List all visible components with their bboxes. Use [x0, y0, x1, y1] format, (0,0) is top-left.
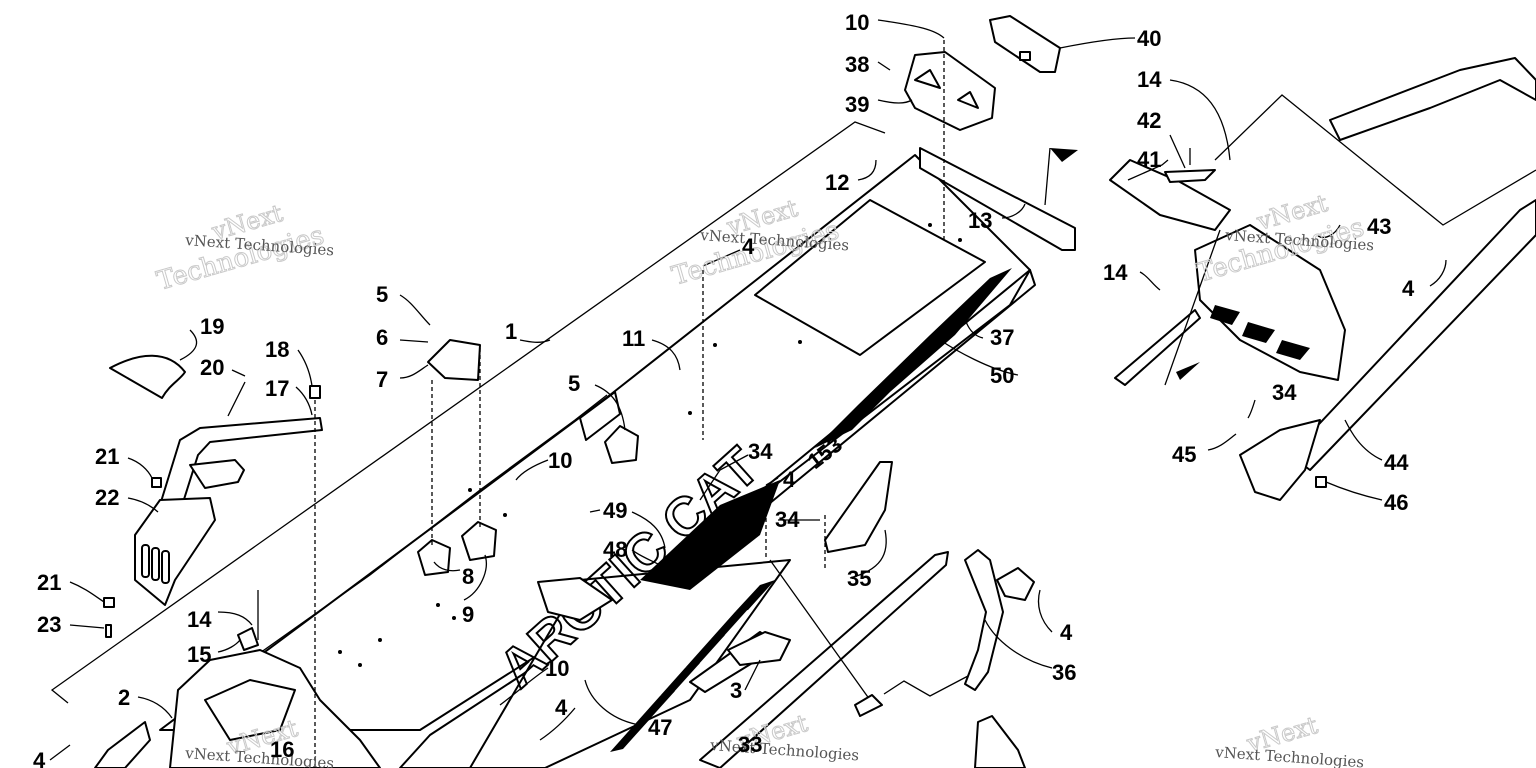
- part-9-plate: [461, 521, 497, 561]
- part-18-nut: [309, 385, 321, 399]
- callout-50: 50: [990, 363, 1014, 388]
- running-board-cleats: [610, 580, 775, 752]
- callout-20: 20: [200, 355, 224, 380]
- callout-49: 49: [603, 498, 627, 523]
- callout-14: 14: [1103, 260, 1128, 285]
- part-39-mount: [904, 51, 996, 131]
- callout-45: 45: [1172, 442, 1196, 467]
- part-22-slots: [141, 544, 170, 584]
- part-23-bolt: [105, 624, 112, 638]
- diagonal-rod: [769, 559, 871, 701]
- part-8-plate: [417, 539, 451, 576]
- callout-5: 5: [376, 282, 388, 307]
- callout-37: 37: [990, 325, 1014, 350]
- callout-14: 14: [1137, 67, 1162, 92]
- callout-35: 35: [847, 566, 871, 591]
- part-42-decal: [1164, 169, 1216, 183]
- rear-plate-window: [754, 199, 986, 356]
- part-21a-nut: [151, 477, 162, 488]
- callout-21: 21: [37, 570, 61, 595]
- callout-47: 47: [648, 715, 672, 740]
- callout-labels: 10 40 38 39 14 42 41 12 13 43 4 14 4 5 1…: [33, 10, 1415, 768]
- part-13-rail: [919, 147, 1076, 251]
- callout-4: 4: [555, 695, 568, 720]
- callout-4: 4: [783, 467, 796, 492]
- callout-15: 15: [187, 642, 211, 667]
- callout-42: 42: [1137, 108, 1161, 133]
- callout-34: 34: [1272, 380, 1297, 405]
- running-board: [469, 559, 791, 768]
- callout-16: 16: [270, 737, 294, 762]
- callout-4: 4: [742, 234, 755, 259]
- part-20-bolt: [227, 381, 246, 417]
- tunnel-rivets: [338, 223, 962, 667]
- part-33-rail: [699, 551, 949, 768]
- side-graphic: [815, 268, 1012, 448]
- part-7-bracket: [427, 339, 481, 381]
- svg-text:vNext Technologies: vNext Technologies: [709, 736, 860, 764]
- callout-39: 39: [845, 92, 869, 117]
- callout-2: 2: [118, 685, 130, 710]
- callout-11: 11: [622, 326, 645, 351]
- callout-40: 40: [1137, 26, 1161, 51]
- part-36-plate: [996, 567, 1035, 601]
- rear-flap-bar: [1114, 309, 1201, 386]
- callout-36: 36: [1052, 660, 1076, 685]
- part-15-clip: [237, 627, 259, 651]
- part-36-bumper: [964, 549, 1004, 691]
- callout-38: 38: [845, 52, 869, 77]
- callout-14: 14: [187, 607, 212, 632]
- callout-41: 41: [1137, 147, 1161, 172]
- callout-4: 4: [1402, 276, 1415, 301]
- callout-4: 4: [1060, 620, 1073, 645]
- callout-46: 46: [1384, 490, 1408, 515]
- callout-7: 7: [376, 367, 388, 392]
- rear-flap-cleats: [1210, 305, 1310, 360]
- callout-34: 34: [775, 507, 800, 532]
- part-40-bracket: [989, 15, 1061, 73]
- callout-48: 48: [603, 537, 627, 562]
- callout-5: 5: [568, 371, 580, 396]
- part-35-bracket: [824, 461, 893, 553]
- callout-12: 12: [825, 170, 849, 195]
- part-21b-nut: [103, 597, 115, 608]
- callout-6: 6: [376, 325, 388, 350]
- tunnel-side: [399, 269, 1036, 768]
- callout-22: 22: [95, 485, 119, 510]
- callout-23: 23: [37, 612, 61, 637]
- callout-10: 10: [545, 656, 569, 681]
- callout-10: 10: [845, 10, 869, 35]
- part-46-nut: [1315, 476, 1327, 488]
- callout-9: 9: [462, 602, 474, 627]
- callout-1: 1: [505, 319, 517, 344]
- tunnel-assembly: 153 ARCTIC CAT: [50, 121, 1036, 768]
- callout-21: 21: [95, 444, 119, 469]
- callout-10: 10: [548, 448, 572, 473]
- part-48-bracket: [537, 577, 613, 621]
- callout-13: 13: [968, 208, 992, 233]
- callout-18: 18: [265, 337, 289, 362]
- part-17-brace: [159, 417, 323, 513]
- callout-3: 3: [730, 678, 742, 703]
- callout-44: 44: [1384, 450, 1409, 475]
- part-5-plate: [604, 425, 639, 464]
- callout-8: 8: [462, 564, 474, 589]
- callout-4: 4: [33, 748, 46, 768]
- part-45-bracket: [1239, 419, 1321, 501]
- tunnel-graphic: [640, 480, 780, 590]
- part-19-cover: [109, 354, 186, 399]
- callout-43: 43: [1367, 214, 1391, 239]
- callout-34: 34: [748, 439, 773, 464]
- callout-19: 19: [200, 314, 224, 339]
- part-4-bracket-left: [94, 721, 151, 768]
- leader-lines: [49, 19, 1447, 768]
- callout-33: 33: [738, 732, 762, 757]
- callout-17: 17: [265, 376, 289, 401]
- part-41-flap: [1109, 159, 1231, 231]
